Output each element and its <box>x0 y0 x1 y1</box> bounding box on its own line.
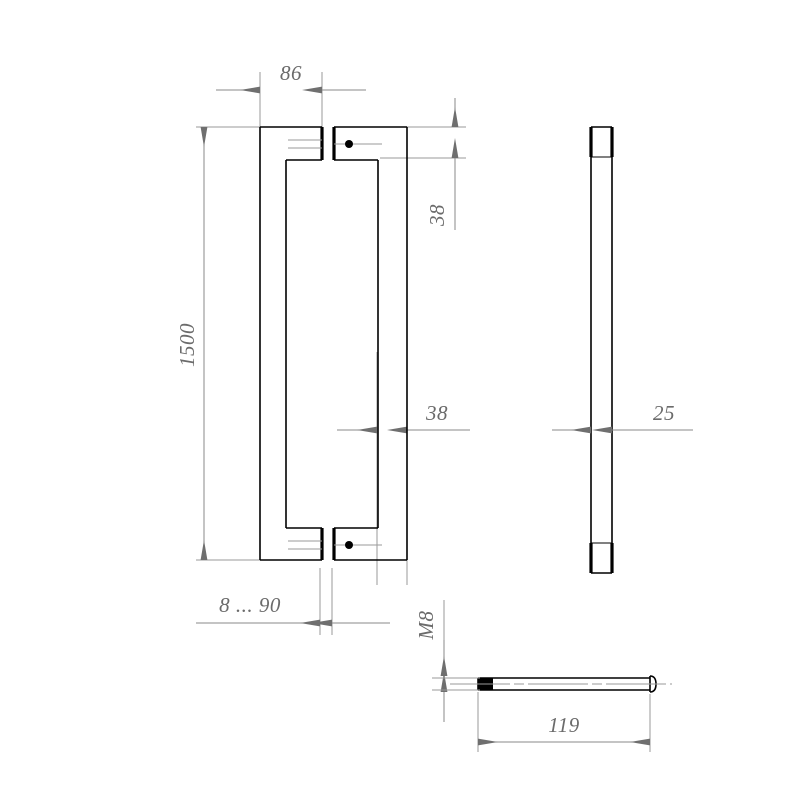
dim-label-25: 25 <box>653 401 675 425</box>
fixing-point-top <box>345 140 353 148</box>
front-view-dimension-lines <box>196 86 470 627</box>
dim-label-1500: 1500 <box>175 323 199 367</box>
dim-label-38-vertical: 38 <box>425 204 449 227</box>
bolt-detail-view: M8 119 <box>414 600 672 752</box>
handle-body <box>259 126 408 561</box>
front-view: 86 1500 38 38 8 ... 90 <box>175 61 470 635</box>
fixing-point-bottom <box>345 541 353 549</box>
dim-label-8-90: 8 ... 90 <box>219 593 281 617</box>
dim-label-m8: M8 <box>414 611 438 641</box>
fixing-centre-lines <box>288 139 382 550</box>
dim-label-38-horizontal: 38 <box>425 401 448 425</box>
dim-label-119: 119 <box>548 713 579 737</box>
dim-label-86: 86 <box>280 61 302 85</box>
side-view: 25 <box>552 126 693 574</box>
